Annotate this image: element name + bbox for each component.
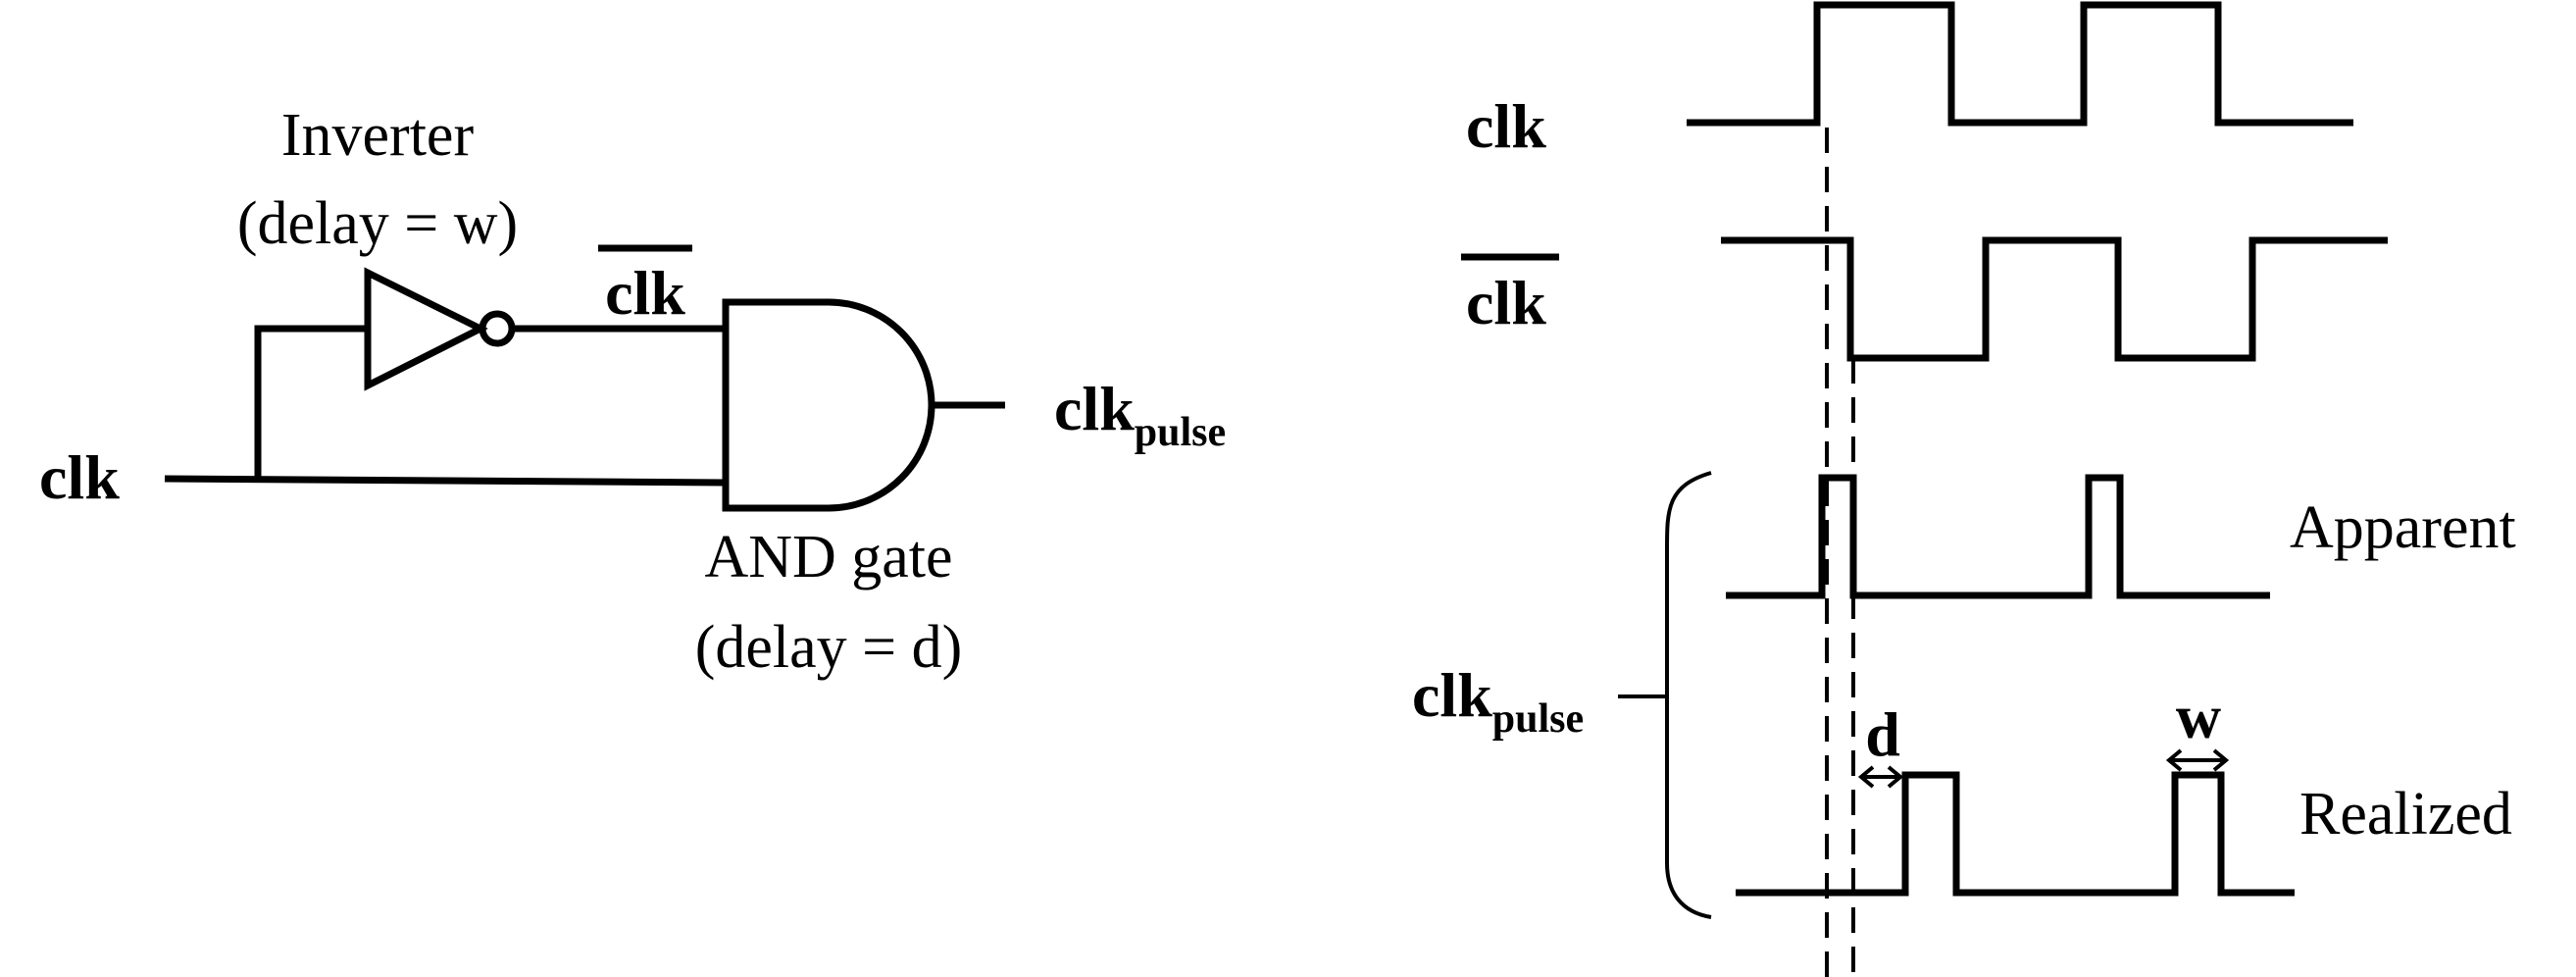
clk-signal-label: clk [1466,91,1546,161]
realized-pulse-waveform [1736,771,2295,897]
w-width-label: w [2176,682,2221,751]
w-width-arrow [2165,748,2230,772]
clk-bar-waveform [1721,236,2388,362]
and-gate-label: AND gate [704,524,952,591]
input-wire [164,475,727,487]
inverter-label: Inverter [281,102,475,169]
timing-diagram: clk clk clkpulse Apparent Realized d w [1412,1,2516,977]
inverted-clk-label: clk [605,258,685,328]
apparent-label: Apparent [2290,494,2516,561]
d-delay-label: d [1865,699,1900,769]
inverter-gate [364,267,488,391]
clk-waveform [1687,1,2353,127]
and-delay-label: (delay = d) [695,614,963,681]
circuit-input-label: clk [39,442,120,512]
realized-label: Realized [2299,781,2512,848]
branch-wire [254,325,368,481]
apparent-pulse-waveform [1726,474,2270,599]
inverter-delay-label: (delay = w) [237,190,518,257]
and-gate [722,298,935,512]
d-delay-arrow [1857,765,1904,789]
clk-bar-signal-label: clk [1466,268,1546,337]
circuit-output-label: clkpulse [1054,374,1226,455]
pulse-group-label: clkpulse [1412,660,1584,742]
pulse-bracket [1665,471,1712,919]
pulse-generator-circuit: clk Inverter (delay = w) clk AND gate (d… [39,102,1226,681]
